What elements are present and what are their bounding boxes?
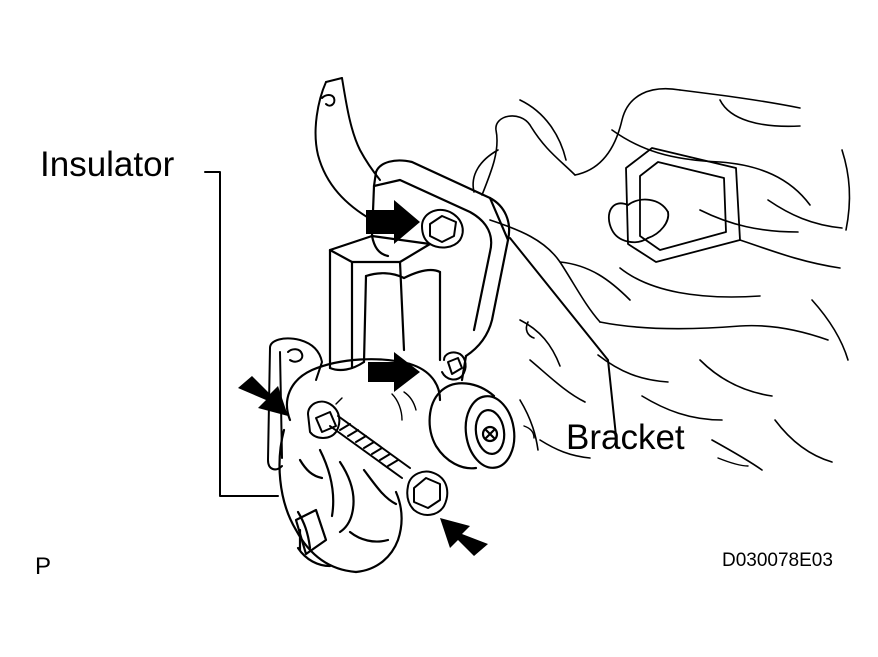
bracket-plate <box>370 159 511 382</box>
bracket-leader-line <box>509 237 617 437</box>
nut-icon <box>406 470 449 516</box>
bushing-cylinder <box>428 382 516 470</box>
connector-block <box>607 147 741 263</box>
upper-bolt-icon <box>441 351 467 381</box>
arrow-icon <box>238 200 488 556</box>
figure-code-label: D030078E03 <box>722 550 833 571</box>
insulator-label: Insulator <box>40 145 175 184</box>
side-tab <box>267 337 323 471</box>
hanger-strap <box>314 77 381 221</box>
bolt-icon <box>307 400 341 439</box>
detail-marks <box>335 391 749 467</box>
engine-background-lines <box>472 88 851 471</box>
insulator-body <box>278 234 442 574</box>
insulator-leader-line <box>204 171 279 497</box>
through-bolt <box>329 415 411 479</box>
top-bolt-icon <box>421 208 464 249</box>
view-code-label: P <box>35 553 52 580</box>
bracket-label: Bracket <box>566 418 685 457</box>
